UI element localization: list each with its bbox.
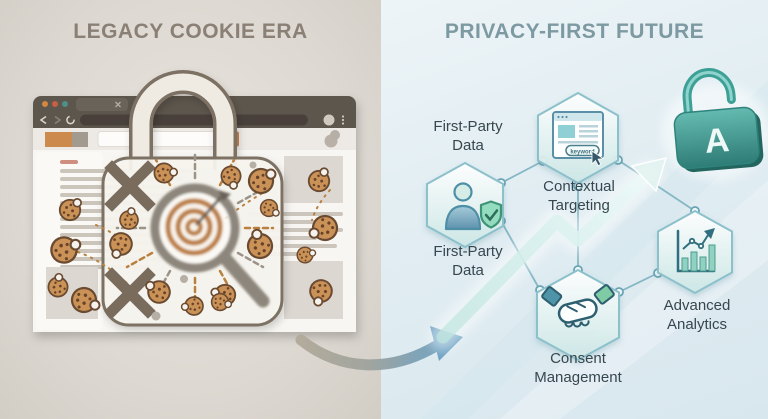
label-first-party-data-top: First-Party Data	[433, 118, 503, 154]
label-first-party-data: First-Party Data	[433, 243, 503, 279]
left-panel-title: LEGACY COOKIE ERA	[73, 20, 308, 43]
legacy-panel	[0, 0, 381, 419]
right-panel-title: PRIVACY-FIRST FUTURE	[444, 20, 705, 43]
label-advanced-analytics: Advanced Analytics	[663, 297, 731, 333]
label-consent-management: Consent Management	[534, 350, 622, 386]
label-contextual-targeting: Contextual Targeting	[543, 178, 615, 214]
